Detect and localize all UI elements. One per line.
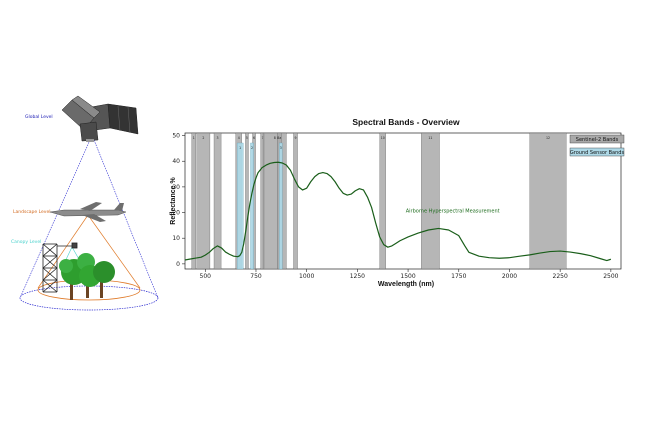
satellite-icon	[61, 95, 139, 142]
sentinel-band-3	[213, 132, 222, 270]
tower-icon	[42, 242, 78, 293]
legend: Sentinel-2 Bands Ground Sensor Bands	[569, 134, 625, 157]
ground-band-label-1: 1	[239, 146, 241, 150]
y-axis-label: Reflectance %	[170, 176, 177, 224]
sentinel-band-8	[262, 132, 287, 270]
sentinel-band-12	[529, 132, 567, 270]
legend-swatch-ground	[569, 147, 625, 157]
canopy-level-label: Canopy Level	[11, 239, 41, 245]
x-axis-label: Wavelength (nm)	[378, 281, 434, 288]
sentinel-band-11	[421, 132, 440, 270]
ground-band-1	[236, 142, 244, 270]
ground-sensor-bands: 1 2 3	[236, 142, 283, 270]
y-tick-label-30: 30	[172, 184, 180, 191]
y-tick-label-20: 20	[172, 210, 180, 217]
y-tick-label-10: 10	[172, 235, 180, 242]
sentinel-band-label-7: 7	[262, 136, 264, 140]
x-tick-label-750: 750	[250, 273, 262, 280]
global-level-label: Global Level	[25, 114, 53, 120]
ground-band-2	[250, 142, 254, 270]
y-tick-label-50: 50	[172, 133, 180, 140]
x-tick-label-1250: 1250	[350, 273, 365, 280]
x-tick-label-2500: 2500	[603, 273, 618, 280]
legend-label-sentinel: Sentinel-2 Bands	[576, 137, 619, 143]
ground-band-label-2: 2	[251, 146, 253, 150]
chart-title: Spectral Bands - Overview	[352, 117, 460, 127]
ground-band-3	[279, 142, 283, 270]
sentinel-band-label-4: 4	[238, 136, 240, 140]
sentinel-band-label-5: 5	[246, 136, 248, 140]
x-tick-label-1750: 1750	[451, 273, 466, 280]
annotation-airborne: Airborne Hyperspectral Measurement	[406, 209, 500, 215]
legend-swatch-sentinel	[569, 134, 625, 144]
x-axis-ticks: 500 750 1000 1250 1500 1750 2000 2250 2500	[200, 269, 619, 280]
aircraft-icon	[49, 202, 127, 222]
x-tick-label-500: 500	[200, 273, 212, 280]
sentinel-band-label-1: 1	[193, 136, 195, 140]
sentinel-band-5	[245, 132, 249, 270]
sentinel-band-2	[196, 132, 211, 270]
tree-icon	[59, 253, 115, 300]
x-tick-label-1000: 1000	[299, 273, 314, 280]
y-axis-ticks: 0 10 20 30 40 50	[172, 133, 185, 268]
sentinel-band-label-6: 6	[253, 136, 255, 140]
sentinel-band-10	[379, 132, 386, 270]
sentinel-band-label-11: 11	[428, 136, 432, 140]
x-tick-label-2000: 2000	[502, 273, 517, 280]
legend-label-ground: Ground Sensor Bands	[570, 150, 625, 156]
ground-band-label-3: 3	[280, 146, 282, 150]
sentinel-band-label-2: 2	[202, 136, 204, 140]
landscape-level-label: Landscape Level	[13, 209, 50, 215]
x-tick-label-1500: 1500	[400, 273, 415, 280]
sentinel-band-label-9: 9	[295, 136, 297, 140]
sentinel-band-label-12: 12	[546, 136, 550, 140]
sentinel-band-label-10: 10	[381, 136, 385, 140]
multi-scale-illustration: Global Level Landscape Level Canopy Leve…	[11, 95, 159, 311]
sentinel-band-1	[191, 132, 196, 270]
sentinel-band-label-8: 8	[274, 136, 276, 140]
x-tick-label-2250: 2250	[553, 273, 568, 280]
y-tick-label-40: 40	[172, 158, 180, 165]
sentinel-band-9	[293, 132, 298, 270]
y-tick-label-0: 0	[176, 261, 180, 268]
series-line-reflectance	[184, 161, 612, 262]
sentinel-band-label-8a: 8a	[277, 136, 281, 140]
sentinel-band-label-3: 3	[217, 136, 219, 140]
